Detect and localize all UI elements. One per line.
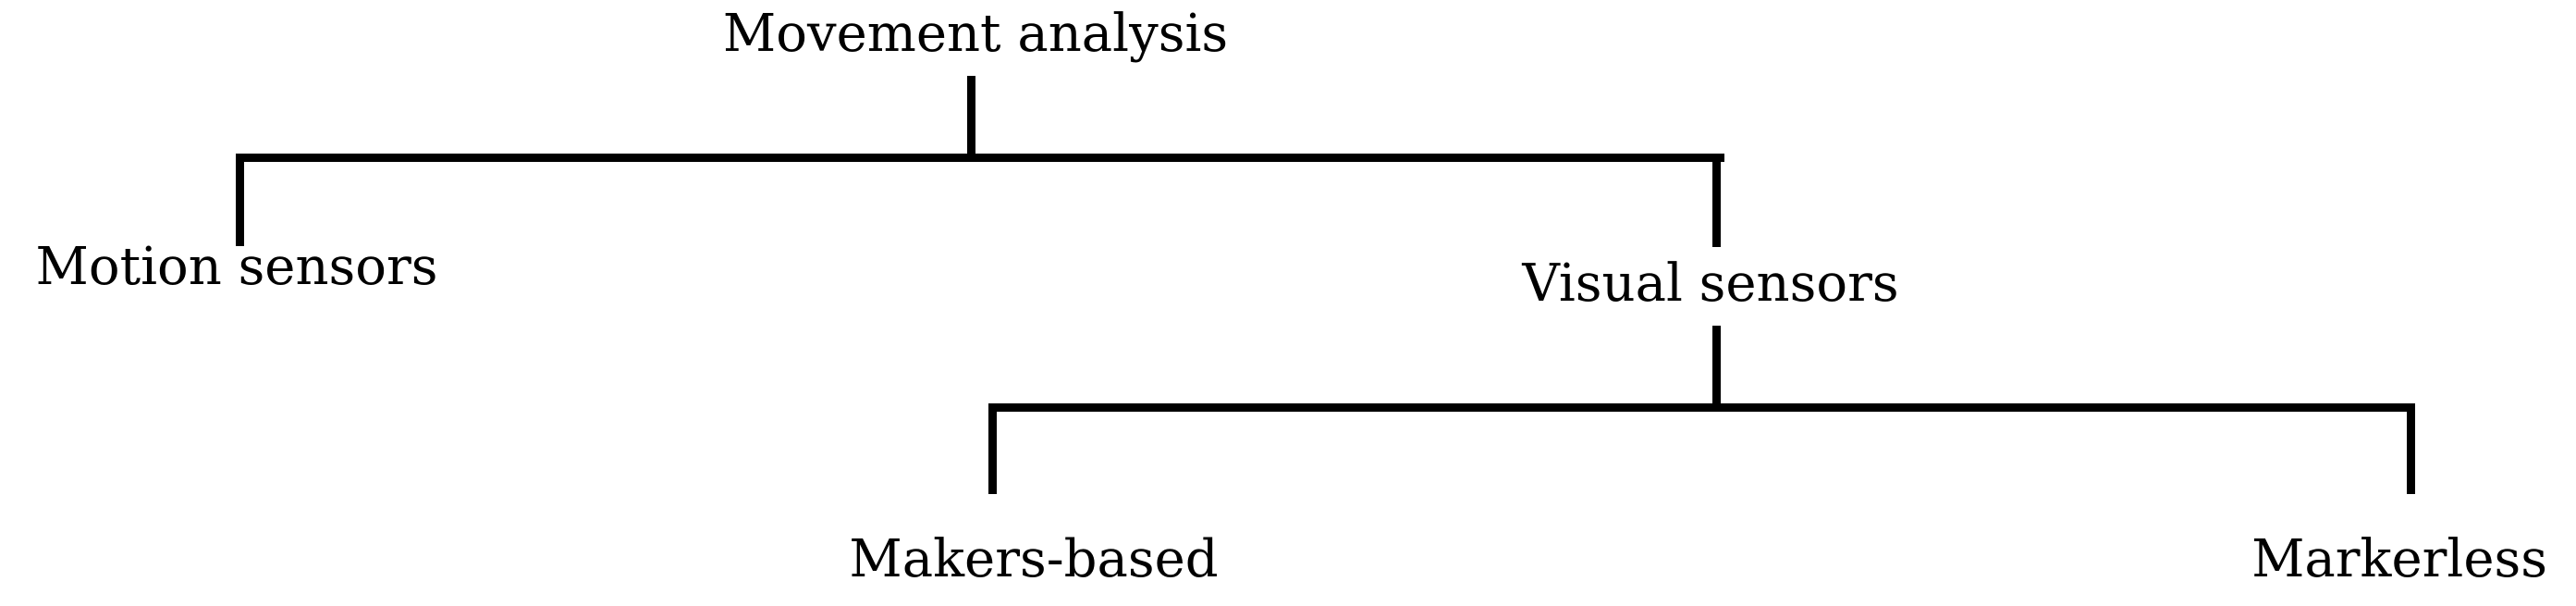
node-markerless: Markerless: [2251, 529, 2547, 589]
node-makers-based: Makers-based: [849, 529, 1219, 589]
node-movement-analysis: Movement analysis: [722, 4, 1229, 64]
connector-branch2-horizontal: [988, 403, 2415, 412]
node-visual-sensors: Visual sensors: [1522, 254, 1899, 314]
connector-branch1-horizontal: [236, 154, 1724, 162]
node-motion-sensors: Motion sensors: [35, 237, 438, 297]
connector-branch1-right-drop: [1712, 154, 1721, 247]
connector-branch1-left-drop: [236, 154, 244, 246]
connector-root-stub: [967, 76, 975, 157]
connector-branch2-left-drop: [988, 403, 997, 494]
connector-branch2-right-drop: [2407, 403, 2415, 494]
connector-visual-sensors-stub: [1712, 326, 1721, 407]
